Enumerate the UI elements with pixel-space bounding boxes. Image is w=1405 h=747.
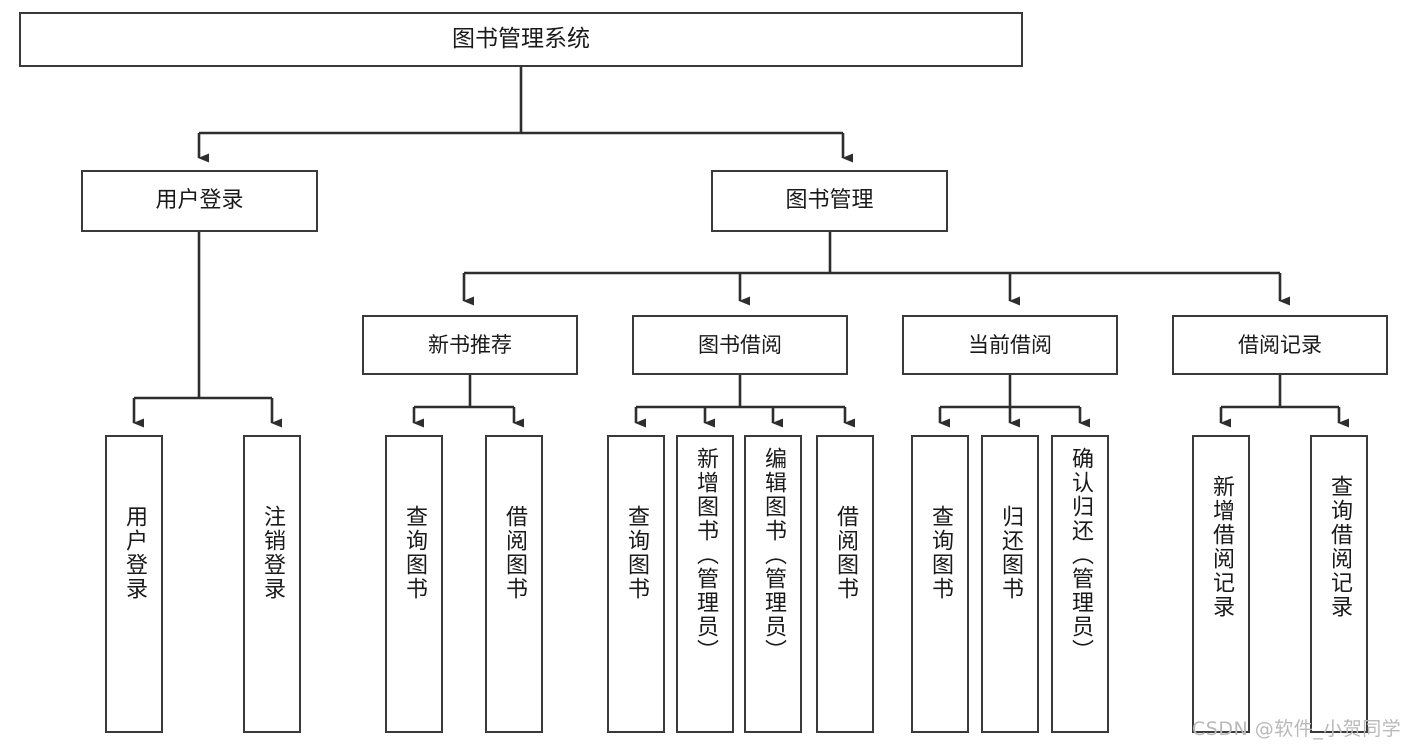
leaf-current-query-book[interactable]: 查询图书 xyxy=(911,435,969,733)
node-label: 图书借阅 xyxy=(698,332,782,357)
node-label: 借阅记录 xyxy=(1238,332,1322,357)
node-current-borrow[interactable]: 当前借阅 xyxy=(902,315,1118,375)
node-label: 查询借阅记录 xyxy=(1327,475,1352,619)
leaf-current-return-book[interactable]: 归还图书 xyxy=(981,435,1039,733)
node-book-borrow[interactable]: 图书借阅 xyxy=(632,315,848,375)
node-label: 借阅图书 xyxy=(502,505,527,601)
node-label: 新增图书（管理员） xyxy=(693,447,718,663)
node-label: 用户登录 xyxy=(155,188,244,214)
leaf-borrow-borrow-book[interactable]: 借阅图书 xyxy=(816,435,874,733)
leaf-user-login-login[interactable]: 用户登录 xyxy=(105,435,163,733)
leaf-recommend-query-book[interactable]: 查询图书 xyxy=(385,435,443,733)
leaf-borrow-edit-book-admin[interactable]: 编辑图书（管理员） xyxy=(744,435,802,733)
node-book-management[interactable]: 图书管理 xyxy=(711,170,948,232)
node-label: 新书推荐 xyxy=(428,332,512,357)
node-label: 图书管理 xyxy=(785,188,874,214)
node-new-book-recommend[interactable]: 新书推荐 xyxy=(362,315,578,375)
node-label: 新增借阅记录 xyxy=(1209,475,1234,619)
leaf-recommend-borrow-book[interactable]: 借阅图书 xyxy=(485,435,543,733)
node-label: 注销登录 xyxy=(260,505,285,601)
node-label: 查询图书 xyxy=(624,505,649,601)
leaf-current-confirm-return-admin[interactable]: 确认归还（管理员） xyxy=(1051,435,1109,733)
leaf-borrow-query-book[interactable]: 查询图书 xyxy=(607,435,665,733)
node-label: 编辑图书（管理员） xyxy=(761,447,786,663)
leaf-record-query-record[interactable]: 查询借阅记录 xyxy=(1310,435,1368,733)
node-label: 确认归还（管理员） xyxy=(1068,447,1093,663)
csdn-watermark: CSDN @软件_小贺同学 xyxy=(1192,714,1401,741)
node-label: 用户登录 xyxy=(122,505,147,601)
node-label: 查询图书 xyxy=(928,505,953,601)
leaf-user-login-logout[interactable]: 注销登录 xyxy=(243,435,301,733)
node-label: 归还图书 xyxy=(998,505,1023,601)
node-user-login[interactable]: 用户登录 xyxy=(81,170,318,232)
node-borrow-record[interactable]: 借阅记录 xyxy=(1172,315,1388,375)
node-label: 图书管理系统 xyxy=(452,25,590,52)
node-label: 借阅图书 xyxy=(833,505,858,601)
watermark-text: CSDN @软件_小贺同学 xyxy=(1192,718,1402,740)
leaf-record-add-record[interactable]: 新增借阅记录 xyxy=(1192,435,1250,733)
node-label: 当前借阅 xyxy=(968,332,1052,357)
node-root-system[interactable]: 图书管理系统 xyxy=(19,12,1023,67)
node-label: 查询图书 xyxy=(402,505,427,601)
leaf-borrow-add-book-admin[interactable]: 新增图书（管理员） xyxy=(676,435,734,733)
